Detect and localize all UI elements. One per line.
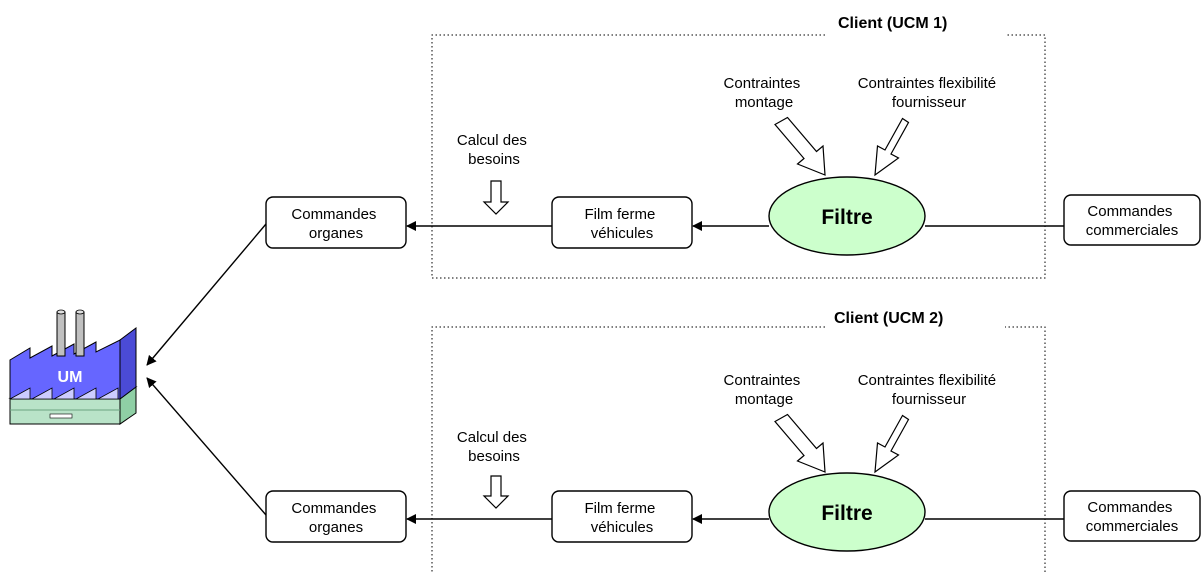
constraint-supplier-arrow-2 (874, 414, 910, 474)
part-orders-box-1 (265, 196, 407, 249)
firm-film-label-1: Film ferme véhicules (584, 206, 659, 242)
client-boundary-2 (431, 326, 1046, 572)
calc-needs-arrow-1 (482, 180, 510, 215)
sales-orders-label-2: Commandes commerciales (1086, 499, 1179, 535)
filter-node-2 (768, 472, 926, 552)
constraint-supplier-label-1: Contraintes flexibilité fournisseur (858, 75, 1001, 111)
constraint-supplier-arrow-1 (874, 117, 910, 177)
sales-orders-box-1 (1063, 194, 1201, 246)
filter-label-1: Filtre (821, 206, 872, 229)
calc-needs-label-1: Calcul des besoins (457, 132, 531, 168)
factory-icon: UM (8, 309, 138, 425)
client-group-2: Client (UCM 2) Contraintes montage Contr… (265, 310, 1201, 572)
client-group-1: Client (UCM 1) Contraintes montage Contr… (265, 15, 1201, 279)
client-title-2: Client (UCM 2) (834, 310, 943, 327)
parts2-to-factory-arrow (146, 377, 267, 516)
parts1-to-factory-arrow (146, 223, 267, 366)
filter-label-2: Filtre (821, 502, 872, 525)
part-orders-box-2 (265, 490, 407, 543)
constraint-supplier-label-2: Contraintes flexibilité fournisseur (858, 372, 1001, 408)
sales-orders-box-2 (1063, 490, 1201, 542)
sales-orders-label-1: Commandes commerciales (1086, 203, 1179, 239)
constraint-assembly-arrow-2 (774, 413, 826, 473)
part-orders-label-1: Commandes organes (291, 206, 380, 242)
client-boundary-1 (431, 34, 1046, 279)
calc-needs-arrow-2 (482, 475, 510, 509)
filter-node-1 (768, 176, 926, 256)
constraint-assembly-label-1: Contraintes montage (724, 75, 805, 111)
calc-needs-label-2: Calcul des besoins (457, 429, 531, 465)
client-title-1: Client (UCM 1) (838, 15, 947, 32)
part-orders-label-2: Commandes organes (291, 500, 380, 536)
constraint-assembly-label-2: Contraintes montage (724, 372, 805, 408)
factory-label: UM (58, 369, 83, 386)
firm-film-label-2: Film ferme véhicules (584, 500, 659, 536)
constraint-assembly-arrow-1 (774, 116, 826, 176)
